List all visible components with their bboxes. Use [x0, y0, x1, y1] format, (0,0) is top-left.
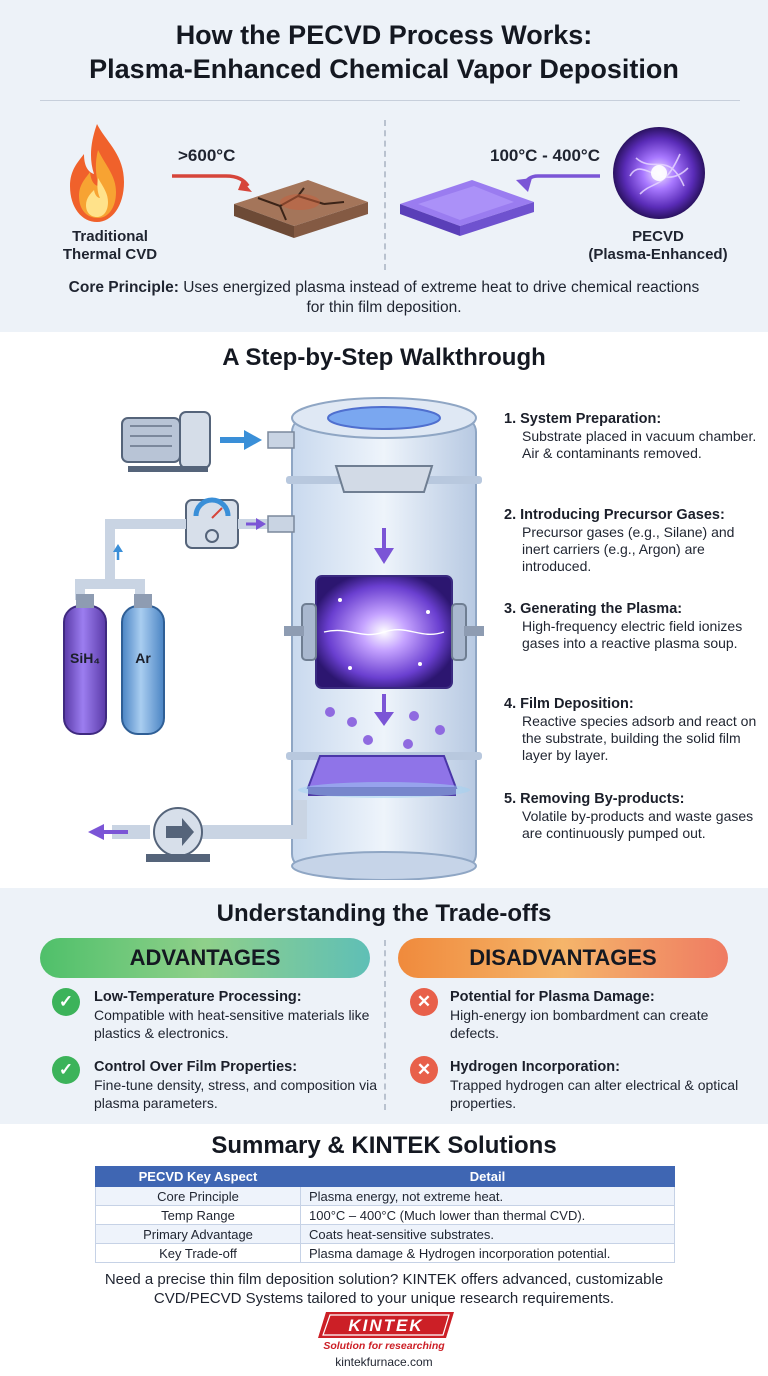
- disadvantage-desc: Trapped hydrogen can alter electrical & …: [450, 1077, 739, 1111]
- step-4: 4. Film Deposition: Reactive species ads…: [504, 695, 759, 764]
- table-cell-aspect: Core Principle: [95, 1186, 301, 1206]
- table-row: Primary Advantage Coats heat-sensitive s…: [95, 1224, 675, 1244]
- table-row: Core Principle Plasma energy, not extrem…: [95, 1186, 675, 1206]
- advantages-header: ADVANTAGES: [40, 938, 370, 978]
- step-5: 5. Removing By-products: Volatile by-pro…: [504, 790, 759, 842]
- advantage-desc: Compatible with heat-sensitive materials…: [94, 1007, 370, 1041]
- cylinder-label-ar: Ar: [135, 650, 151, 666]
- disadvantage-desc: High-energy ion bombardment can create d…: [450, 1007, 709, 1041]
- step-5-desc: Volatile by-products and waste gases are…: [522, 808, 754, 841]
- table-cell-detail: Plasma energy, not extreme heat.: [300, 1186, 675, 1206]
- step-1-title: 1. System Preparation:: [504, 411, 662, 427]
- title-divider: [40, 100, 740, 101]
- table-header-row: PECVD Key Aspect Detail: [95, 1166, 675, 1187]
- pecvd-temp: 100°C - 400°C: [490, 146, 600, 165]
- brand-tagline: Solution for researching: [323, 1340, 445, 1352]
- clean-substrate-icon: [400, 180, 534, 236]
- table-cell-aspect: Key Trade-off: [95, 1243, 301, 1263]
- step-4-title: 4. Film Deposition:: [504, 696, 634, 712]
- step-3-title: 3. Generating the Plasma:: [504, 601, 683, 617]
- step-3-desc: High-frequency electric field ionizes ga…: [522, 618, 743, 651]
- advantage-title: Low-Temperature Processing:: [94, 989, 302, 1005]
- title-line-2: Plasma-Enhanced Chemical Vapor Depositio…: [89, 54, 679, 84]
- cross-icon: ✕: [410, 988, 438, 1016]
- thermal-cvd-label: Traditional Thermal CVD: [40, 228, 180, 264]
- disadvantage-item: Hydrogen Incorporation: Trapped hydrogen…: [450, 1058, 740, 1112]
- step-2-title: 2. Introducing Precursor Gases:: [504, 507, 725, 523]
- step-2-desc: Precursor gases (e.g., Silane) and inert…: [522, 524, 735, 574]
- pecvd-label-line2: (Plasma-Enhanced): [588, 246, 728, 263]
- step-1: 1. System Preparation: Substrate placed …: [504, 410, 759, 462]
- cylinder-label-sih4: SiH₄: [69, 650, 100, 666]
- kintek-logo: KINTEK: [318, 1312, 454, 1338]
- step-4-desc: Reactive species adsorb and react on the…: [522, 713, 757, 763]
- summary-title: Summary & KINTEK Solutions: [211, 1132, 557, 1159]
- plasma-arrow-icon: [516, 174, 600, 192]
- advantage-item: Control Over Film Properties: Fine-tune …: [94, 1058, 384, 1112]
- table-cell-aspect: Temp Range: [95, 1205, 301, 1225]
- table-cell-detail: Coats heat-sensitive substrates.: [300, 1224, 675, 1244]
- check-icon: ✓: [52, 1056, 80, 1084]
- thermal-cvd-label-line2: Thermal CVD: [62, 246, 158, 263]
- table-cell-detail: 100°C – 400°C (Much lower than thermal C…: [300, 1205, 675, 1225]
- tradeoffs-divider: [384, 940, 386, 1110]
- tradeoffs-title: Understanding the Trade-offs: [216, 900, 552, 927]
- table-header-aspect: PECVD Key Aspect: [95, 1166, 301, 1187]
- title-line-1: How the PECVD Process Works:: [175, 20, 593, 50]
- step-5-title: 5. Removing By-products:: [504, 791, 685, 807]
- step-1-desc: Substrate placed in vacuum chamber. Air …: [522, 428, 757, 461]
- kintek-logo-text: KINTEK: [348, 1316, 423, 1335]
- pecvd-label: PECVD (Plasma-Enhanced): [572, 228, 744, 264]
- summary-table: PECVD Key Aspect Detail Core Principle P…: [95, 1166, 675, 1263]
- comparison-divider: [384, 120, 386, 270]
- table-header-detail: Detail: [300, 1166, 675, 1187]
- advantage-item: Low-Temperature Processing: Compatible w…: [94, 988, 384, 1042]
- pecvd-label-line1: PECVD: [632, 228, 684, 245]
- plasma-orb-icon: [613, 127, 705, 219]
- walkthrough-title: A Step-by-Step Walkthrough: [222, 344, 546, 371]
- core-principle: Core Principle: Uses energized plasma in…: [60, 278, 708, 318]
- advantage-desc: Fine-tune density, stress, and compositi…: [94, 1077, 377, 1111]
- table-row: Temp Range 100°C – 400°C (Much lower tha…: [95, 1205, 675, 1225]
- disadvantage-title: Potential for Plasma Damage:: [450, 989, 655, 1005]
- call-to-action: Need a precise thin film deposition solu…: [104, 1271, 664, 1307]
- cross-icon: ✕: [410, 1056, 438, 1084]
- website-link[interactable]: kintekfurnace.com: [335, 1355, 433, 1369]
- thermal-temp: >600°C: [178, 146, 236, 165]
- advantage-title: Control Over Film Properties:: [94, 1059, 298, 1075]
- check-icon: ✓: [52, 988, 80, 1016]
- table-row: Key Trade-off Plasma damage & Hydrogen i…: [95, 1243, 675, 1263]
- heat-arrow-icon: [172, 174, 252, 192]
- page-title: How the PECVD Process Works: Plasma-Enha…: [0, 18, 768, 86]
- flame-icon: [70, 124, 124, 222]
- step-2: 2. Introducing Precursor Gases: Precurso…: [504, 506, 759, 575]
- table-cell-aspect: Primary Advantage: [95, 1224, 301, 1244]
- step-3: 3. Generating the Plasma: High-frequency…: [504, 600, 759, 652]
- core-principle-label: Core Principle:: [68, 279, 179, 296]
- disadvantages-header: DISADVANTAGES: [398, 938, 728, 978]
- disadvantage-title: Hydrogen Incorporation:: [450, 1059, 620, 1075]
- thermal-cvd-label-line1: Traditional: [72, 228, 148, 245]
- pecvd-chamber-diagram: [63, 397, 484, 880]
- cracked-substrate-icon: [234, 180, 368, 238]
- core-principle-text: Uses energized plasma instead of extreme…: [183, 279, 700, 316]
- disadvantage-item: Potential for Plasma Damage: High-energy…: [450, 988, 740, 1042]
- table-cell-detail: Plasma damage & Hydrogen incorporation p…: [300, 1243, 675, 1263]
